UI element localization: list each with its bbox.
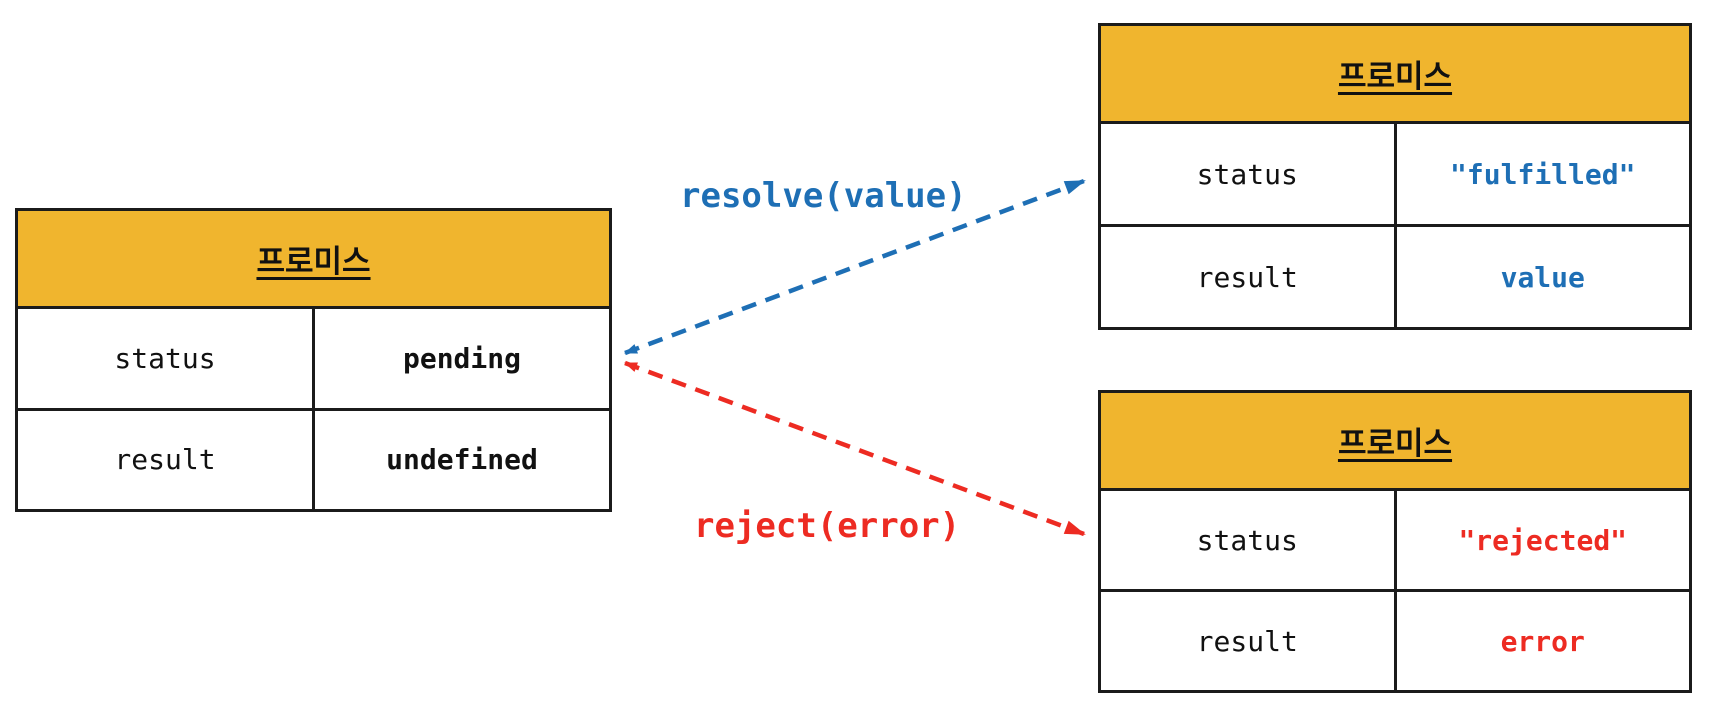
fulfilled-result-key: result bbox=[1101, 227, 1397, 327]
rejected-promise-table: 프로미스 status "rejected" result error bbox=[1098, 390, 1692, 693]
pending-result-value: undefined bbox=[386, 443, 538, 477]
pending-table-header: 프로미스 bbox=[18, 211, 609, 309]
fulfilled-table-title: 프로미스 bbox=[1337, 59, 1453, 95]
rejected-result-key: result bbox=[1101, 592, 1397, 690]
table-row: result error bbox=[1101, 589, 1689, 690]
rejected-status-value: "rejected" bbox=[1458, 523, 1628, 557]
pending-result-key: result bbox=[18, 410, 315, 509]
pending-status-key: status bbox=[18, 309, 315, 408]
pending-promise-table: 프로미스 status pending result undefined bbox=[15, 208, 612, 512]
fulfilled-promise-table: 프로미스 status "fulfilled" result value bbox=[1098, 23, 1692, 330]
table-row: result value bbox=[1101, 224, 1689, 327]
table-row: result undefined bbox=[18, 407, 609, 509]
table-row: status pending bbox=[18, 309, 609, 408]
reject-arrow-label: reject(error) bbox=[694, 506, 961, 546]
pending-table-title: 프로미스 bbox=[256, 244, 371, 280]
rejected-table-title: 프로미스 bbox=[1337, 426, 1453, 462]
pending-status-value: pending bbox=[402, 341, 521, 375]
rejected-result-value: error bbox=[1500, 624, 1585, 658]
resolve-arrow-label: resolve(value) bbox=[680, 176, 967, 216]
rejected-status-key: status bbox=[1101, 491, 1397, 589]
fulfilled-table-header: 프로미스 bbox=[1101, 26, 1689, 124]
fulfilled-status-key: status bbox=[1101, 124, 1397, 224]
table-row: status "rejected" bbox=[1101, 491, 1689, 589]
table-row: status "fulfilled" bbox=[1101, 124, 1689, 224]
rejected-table-header: 프로미스 bbox=[1101, 393, 1689, 491]
fulfilled-status-value: "fulfilled" bbox=[1450, 157, 1636, 191]
fulfilled-result-value: value bbox=[1500, 260, 1585, 294]
